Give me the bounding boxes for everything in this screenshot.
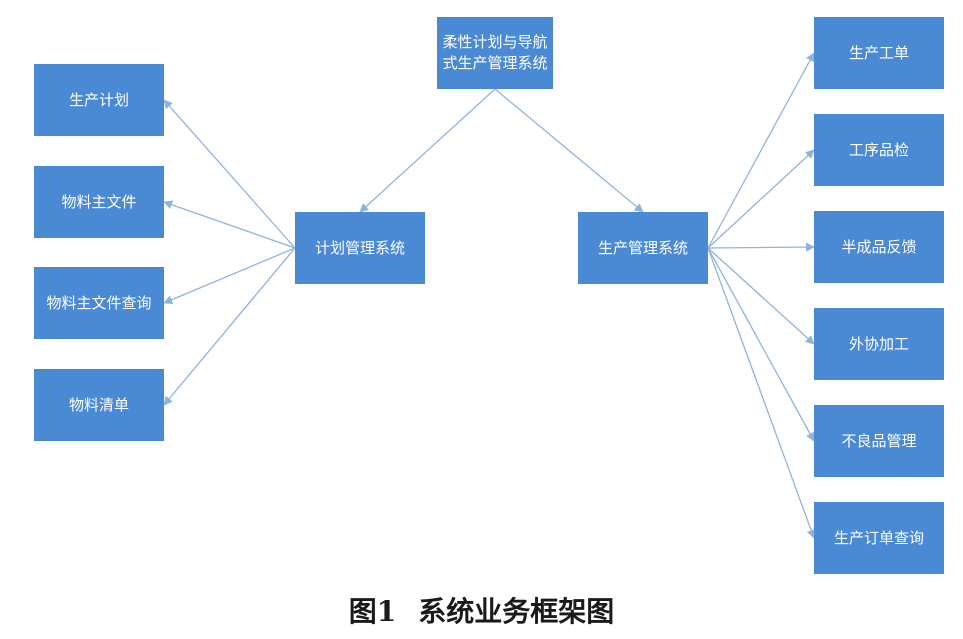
node-order-query: 生产订单查询 <box>814 502 944 574</box>
figure-label: 图1 <box>348 595 397 628</box>
node-root: 柔性计划与导航 式生产管理系统 <box>437 17 553 89</box>
edge-plan_system-to-bom <box>163 247 296 406</box>
node-bill-of-materials: 物料清单 <box>34 369 164 441</box>
edge-prod_system-to-outsourcing <box>707 247 815 345</box>
figure-caption: 图1 系统业务框架图 <box>0 585 963 635</box>
node-outsourcing: 外协加工 <box>814 308 944 380</box>
edge-prod_system-to-work_order <box>707 52 815 249</box>
node-work-order: 生产工单 <box>814 17 944 89</box>
figure-title: 系统业务框架图 <box>418 595 615 628</box>
node-material-master: 物料主文件 <box>34 166 164 238</box>
node-defect-management: 不良品管理 <box>814 405 944 477</box>
edge-prod_system-to-defect_mgmt <box>707 247 815 442</box>
edge-plan_system-to-material_master <box>163 200 296 249</box>
edge-root-to-prod_system <box>494 88 644 213</box>
node-production-plan: 生产计划 <box>34 64 164 136</box>
edge-plan_system-to-material_master_query <box>163 247 296 305</box>
node-production-system: 生产管理系统 <box>578 212 708 284</box>
edge-root-to-plan_system <box>359 88 496 213</box>
node-plan-system: 计划管理系统 <box>295 212 425 284</box>
edge-plan_system-to-production_plan <box>163 99 296 249</box>
node-material-master-query: 物料主文件查询 <box>34 267 164 339</box>
edge-prod_system-to-process_inspection <box>707 149 815 249</box>
edge-prod_system-to-order_query <box>707 247 816 539</box>
node-process-inspection: 工序品检 <box>814 114 944 186</box>
node-semi-finished-feedback: 半成品反馈 <box>814 211 944 283</box>
edge-prod_system-to-semi_feedback <box>707 242 815 252</box>
